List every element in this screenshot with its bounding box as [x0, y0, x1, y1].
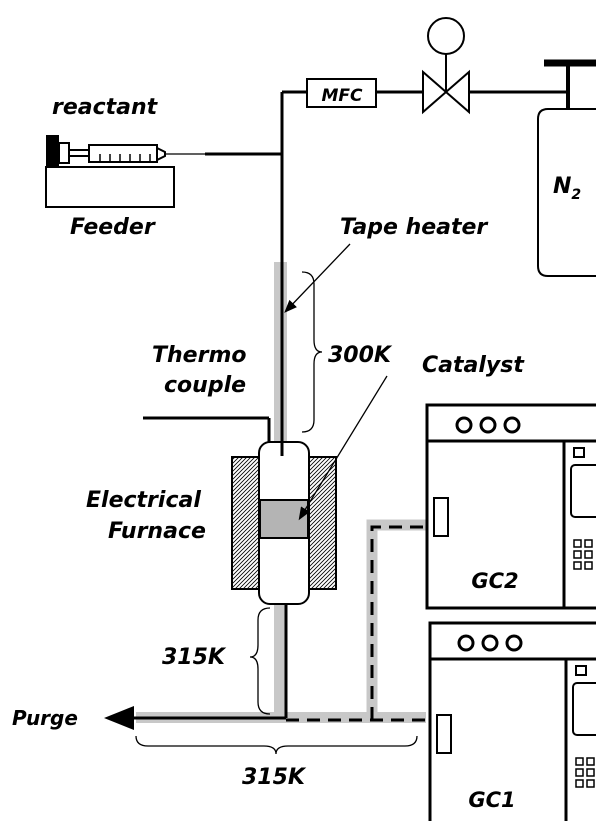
n2-label-main: N — [553, 174, 571, 199]
gc2-keypad — [573, 539, 593, 570]
gc1-instrument — [428, 621, 596, 821]
brace-315k-left — [249, 607, 271, 715]
process-lines — [104, 59, 596, 730]
valve-body-left — [422, 69, 448, 115]
gc2-display — [570, 464, 596, 518]
gc1-label: GC1 — [468, 788, 515, 812]
syringe-plunger-cap — [58, 142, 70, 164]
mfc-rect — [306, 78, 377, 108]
catalyst-label: Catalyst — [422, 353, 525, 378]
furnace-right-block — [308, 456, 337, 590]
gc1-indicator — [575, 665, 587, 676]
feeder-pump — [45, 135, 206, 208]
gc2-label: GC2 — [471, 569, 518, 593]
n2-label: N2 — [553, 174, 581, 203]
furnace-label-line2: Furnace — [108, 519, 206, 544]
n2-cylinder-body — [537, 108, 596, 277]
pointer-arrows — [284, 243, 388, 521]
gc2-instrument — [425, 403, 596, 610]
gc1-knob-2 — [481, 634, 499, 652]
syringe-tip — [156, 146, 166, 162]
purge-label: Purge — [12, 706, 78, 730]
gc2-knob-3 — [503, 416, 521, 434]
n2-cylinder: N2 — [537, 108, 596, 277]
gc2-body — [425, 439, 596, 610]
heated-gc2-line — [366, 519, 430, 720]
valve-gauge — [427, 17, 465, 55]
furnace-left-block — [231, 456, 260, 590]
gc2-indicator — [573, 447, 585, 458]
n2-label-sub: 2 — [571, 187, 581, 203]
thermocouple-label-line1: Thermo — [152, 343, 246, 368]
reactor-tube — [258, 441, 310, 605]
feeder-base — [45, 166, 175, 208]
syringe-barrel — [88, 144, 158, 163]
electrical-furnace — [231, 456, 337, 590]
temp-315k-bottom-label: 315K — [242, 765, 307, 790]
reactant-label: reactant — [52, 95, 159, 120]
gc1-body — [428, 657, 596, 821]
gc1-knob-3 — [505, 634, 523, 652]
temp-300k-label: 300K — [328, 343, 393, 368]
tape-heater-arrow — [284, 243, 351, 313]
temp-315k-left-label: 315K — [162, 645, 227, 670]
tape-heater-label: Tape heater — [340, 215, 488, 240]
syringe-scale — [99, 154, 151, 162]
gc1-keypad — [575, 757, 595, 788]
thermocouple-label-line2: couple — [164, 373, 246, 398]
catalyst-arrow — [298, 375, 388, 521]
mfc-label: MFC — [321, 86, 363, 106]
furnace-label-line1: Electrical — [86, 488, 201, 513]
gc2-knob-1 — [455, 416, 473, 434]
feeder-label: Feeder — [70, 215, 156, 240]
syringe-plunger-block — [46, 135, 59, 167]
valve-body-right — [444, 69, 470, 115]
gc2-door-handle — [433, 497, 449, 537]
brace-300k — [301, 271, 323, 433]
gc2-sample-line — [370, 525, 430, 720]
gc1-knob-1 — [457, 634, 475, 652]
syringe-rod — [68, 149, 90, 157]
brace-315k-bottom — [135, 735, 418, 755]
catalyst-bed — [259, 499, 309, 539]
braces — [135, 271, 418, 755]
gc2-knob-2 — [479, 416, 497, 434]
valve — [422, 17, 470, 115]
gc1-door-handle — [436, 714, 452, 754]
mfc-box: MFC — [306, 78, 377, 108]
gc1-display — [572, 682, 596, 736]
